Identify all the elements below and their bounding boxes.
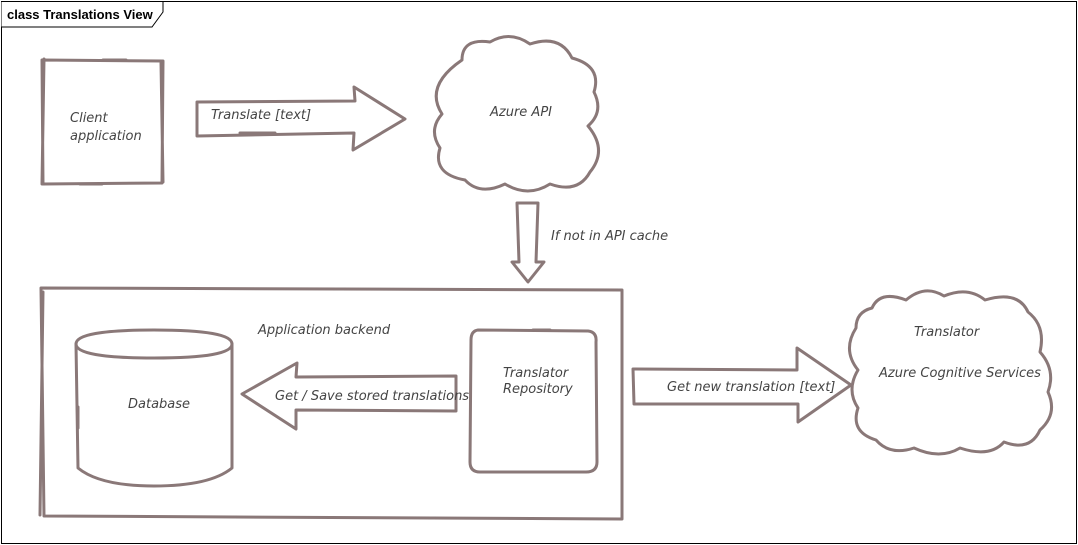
translator-label-line1: Translator [914, 325, 981, 340]
application-backend-node[interactable]: Application backend [38, 286, 624, 521]
client-label-line2: application [70, 129, 142, 144]
azure-api-label: Azure API [489, 105, 552, 120]
translator-repository-node[interactable]: Translator Repository [468, 328, 599, 474]
translate-label: Translate [text] [211, 108, 311, 123]
frame-title-tab [1, 1, 164, 28]
cache-arrow[interactable]: If not in API cache [510, 201, 668, 284]
client-application-node[interactable]: Client application [40, 57, 165, 186]
repository-label-line2: Repository [503, 382, 573, 397]
frame-title: class Translations View [7, 7, 154, 22]
new-translation-arrow[interactable]: Get new translation [text] [631, 346, 853, 424]
backend-label: Application backend [257, 323, 391, 338]
translator-cloud-node[interactable]: Translator Azure Cognitive Services [848, 289, 1054, 456]
client-label-line1: Client [70, 111, 109, 126]
azure-api-node[interactable]: Azure API [433, 35, 600, 193]
get-save-arrow[interactable]: Get / Save stored translations [240, 361, 469, 431]
repository-label-line1: Translator [503, 366, 570, 381]
translator-label-line2: Azure Cognitive Services [878, 366, 1041, 381]
database-node[interactable]: Database [74, 328, 234, 488]
translate-arrow[interactable]: Translate [text] [195, 85, 407, 152]
get-save-label: Get / Save stored translations [275, 389, 469, 404]
database-label: Database [128, 397, 190, 412]
cache-label: If not in API cache [551, 229, 668, 244]
new-translation-label: Get new translation [text] [667, 380, 835, 395]
